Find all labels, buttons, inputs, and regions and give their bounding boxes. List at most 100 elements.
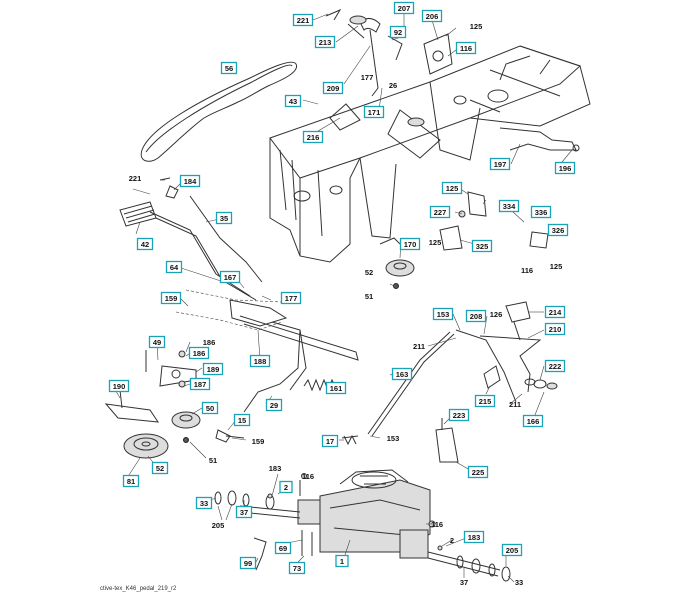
callout-197: 197	[489, 157, 511, 171]
callout-189: 189	[202, 362, 224, 376]
callout-number: 81	[127, 477, 135, 486]
callout-223: 223	[448, 408, 470, 422]
callout-2: 2	[279, 480, 293, 494]
callout-number: 206	[426, 12, 439, 21]
callout-number: 221	[129, 174, 142, 183]
callout-number: 170	[404, 240, 417, 249]
callout-number: 211	[413, 342, 425, 351]
callout-number: 52	[365, 268, 373, 277]
callout-190: 190	[108, 379, 130, 393]
callout-number: 177	[361, 73, 374, 82]
callout-number: 227	[434, 208, 447, 217]
callout-221: 221	[292, 13, 314, 27]
callout-number: 210	[549, 325, 562, 334]
callout-number: 33	[200, 499, 208, 508]
callout-number: 183	[269, 464, 282, 473]
callout-69: 69	[274, 541, 292, 555]
callout-number: 161	[330, 384, 343, 393]
callout-186: 186	[203, 338, 216, 347]
callout-number: 209	[327, 84, 340, 93]
callout-number: 197	[494, 160, 507, 169]
callout-number: 125	[470, 22, 483, 31]
callout-number: 116	[460, 44, 472, 53]
callout-number: 51	[209, 456, 217, 465]
callout-number: 51	[365, 292, 373, 301]
callout-2: 2	[450, 536, 454, 545]
callout-number: 153	[437, 310, 450, 319]
callout-49: 49	[148, 335, 166, 349]
callout-number: 221	[297, 16, 310, 25]
callout-211: 211	[413, 342, 425, 351]
callout-336: 336	[530, 205, 552, 219]
callout-number: 125	[429, 238, 442, 247]
callout-216: 216	[302, 130, 324, 144]
callout-225: 225	[467, 465, 489, 479]
callout-number: 186	[203, 338, 216, 347]
callout-222: 222	[544, 359, 566, 373]
callout-99: 99	[239, 556, 257, 570]
callout-163: 163	[391, 367, 413, 381]
callout-153: 153	[387, 434, 400, 443]
callout-number: 99	[244, 559, 252, 568]
callout-187: 187	[189, 377, 211, 391]
drive-belt	[140, 61, 298, 162]
callout-number: 35	[220, 214, 228, 223]
callout-326: 326	[547, 223, 569, 237]
callout-number: 33	[515, 578, 523, 587]
callout-number: 37	[240, 508, 248, 517]
callout-15: 15	[233, 413, 251, 427]
callout-17: 17	[321, 434, 339, 448]
callout-325: 325	[471, 239, 493, 253]
callout-number: 177	[285, 294, 298, 303]
callout-37: 37	[460, 578, 468, 587]
callout-159: 159	[252, 437, 265, 446]
callout-26: 26	[389, 81, 397, 90]
callout-35: 35	[215, 211, 233, 225]
callout-159: 159	[160, 291, 182, 305]
callout-167: 167	[219, 270, 241, 284]
callout-number: 126	[490, 310, 503, 319]
callout-number: 116	[302, 472, 314, 481]
callout-number: 186	[193, 349, 206, 358]
callout-number: 167	[224, 273, 237, 282]
callout-number: 205	[506, 546, 519, 555]
callout-number: 2	[284, 483, 288, 492]
callout-29: 29	[265, 398, 283, 412]
callout-number: 166	[527, 417, 540, 426]
callout-number: 215	[479, 397, 492, 406]
callout-number: 2	[450, 536, 454, 545]
callout-221: 221	[129, 174, 142, 183]
callout-number: 213	[319, 38, 332, 47]
callout-206: 206	[421, 9, 443, 23]
callout-170: 170	[399, 237, 421, 251]
callout-number: 225	[472, 468, 485, 477]
callout-number: 64	[170, 263, 179, 272]
callout-number: 208	[470, 312, 483, 321]
callout-125: 125	[470, 22, 483, 31]
callout-number: 116	[521, 266, 533, 275]
callout-51: 51	[365, 292, 373, 301]
callout-125: 125	[441, 181, 463, 195]
callout-number: 189	[207, 365, 220, 374]
callout-116: 116	[302, 472, 314, 481]
callout-205: 205	[501, 543, 523, 557]
callout-number: 334	[503, 202, 516, 211]
callout-number: 190	[113, 382, 126, 391]
callout-116: 116	[455, 41, 477, 55]
callout-125: 125	[550, 262, 563, 271]
callout-number: 325	[476, 242, 489, 251]
callout-number: 49	[153, 338, 161, 347]
callout-227: 227	[429, 205, 451, 219]
callout-number: 15	[238, 416, 246, 425]
callout-33: 33	[195, 496, 213, 510]
callout-number: 17	[326, 437, 334, 446]
transmission	[239, 469, 501, 577]
callout-177: 177	[280, 291, 302, 305]
callout-number: 207	[398, 4, 411, 13]
callout-56: 56	[220, 61, 238, 75]
callout-number: 223	[453, 411, 466, 420]
callout-number: 116	[431, 520, 443, 529]
tractor-frame	[269, 45, 591, 263]
callout-number: 184	[184, 177, 197, 186]
